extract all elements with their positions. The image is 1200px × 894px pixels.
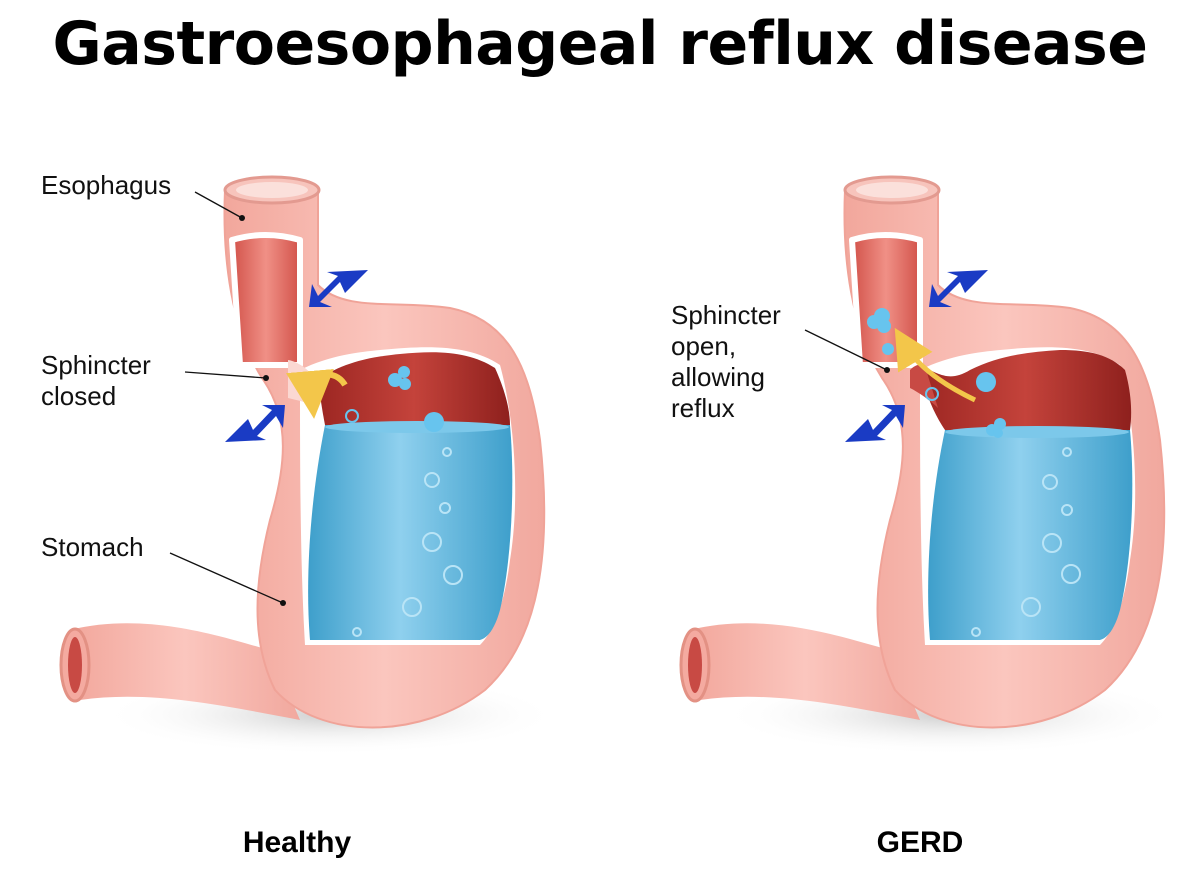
label-sphincter-open-line4: reflux (671, 393, 735, 423)
label-sphincter-closed-line1: Sphincter (41, 350, 151, 380)
stomach-fluid (308, 425, 513, 640)
pressure-arrow-icon (309, 270, 368, 307)
pressure-arrow-icon (225, 405, 285, 442)
reflux-flow-arrow-icon (894, 327, 977, 403)
gerd-stomach (681, 177, 1180, 755)
blocked-flow-arrow-icon (286, 369, 348, 419)
label-esophagus: Esophagus (41, 170, 172, 200)
label-sphincter-open-line3: allowing (671, 362, 765, 392)
pressure-arrow-icon (929, 270, 988, 307)
page-title: Gastroesophageal reflux disease (52, 9, 1148, 79)
label-sphincter-open-line2: open, (671, 331, 737, 361)
label-stomach: Stomach (41, 532, 144, 562)
healthy-stomach (61, 177, 560, 755)
pressure-arrow-icon (845, 405, 905, 442)
acid-region (920, 350, 1132, 430)
acid-region (318, 352, 510, 425)
caption-gerd: GERD (876, 826, 964, 859)
caption-healthy: Healthy (242, 826, 352, 859)
stomach-fluid (928, 430, 1133, 640)
label-sphincter-closed-line2: closed (41, 381, 117, 411)
label-sphincter-open-line1: Sphincter (671, 300, 781, 330)
